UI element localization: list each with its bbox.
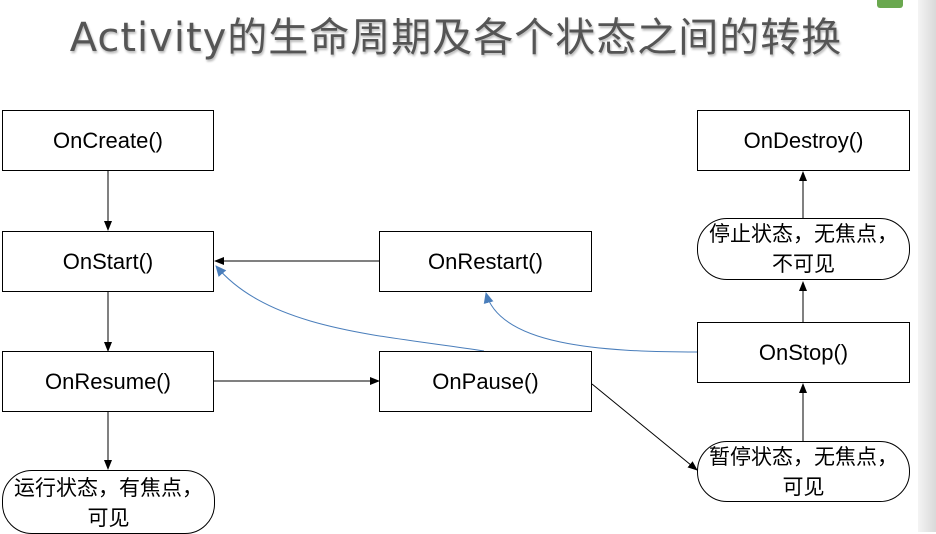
node-on-destroy: OnDestroy() — [697, 110, 910, 171]
window-right-edge — [918, 0, 936, 532]
node-on-resume: OnResume() — [2, 351, 214, 412]
arrow-pause-to-start — [215, 265, 485, 352]
arrow-stop-to-restart — [483, 292, 698, 353]
state-stopped: 停止状态，无焦点，不可见 — [697, 218, 910, 280]
node-on-start: OnStart() — [2, 231, 214, 292]
state-paused: 暂停状态，无焦点，可见 — [697, 441, 910, 502]
arrow-pause-to-paused-state — [591, 383, 698, 471]
state-running: 运行状态，有焦点，可见 — [2, 470, 215, 534]
corner-decoration — [877, 0, 903, 8]
node-on-pause: OnPause() — [379, 351, 592, 412]
node-on-restart: OnRestart() — [379, 231, 592, 292]
diagram-title: Activity的生命周期及各个状态之间的转换 — [69, 15, 843, 61]
node-on-create: OnCreate() — [2, 110, 214, 171]
node-on-stop: OnStop() — [697, 322, 910, 383]
